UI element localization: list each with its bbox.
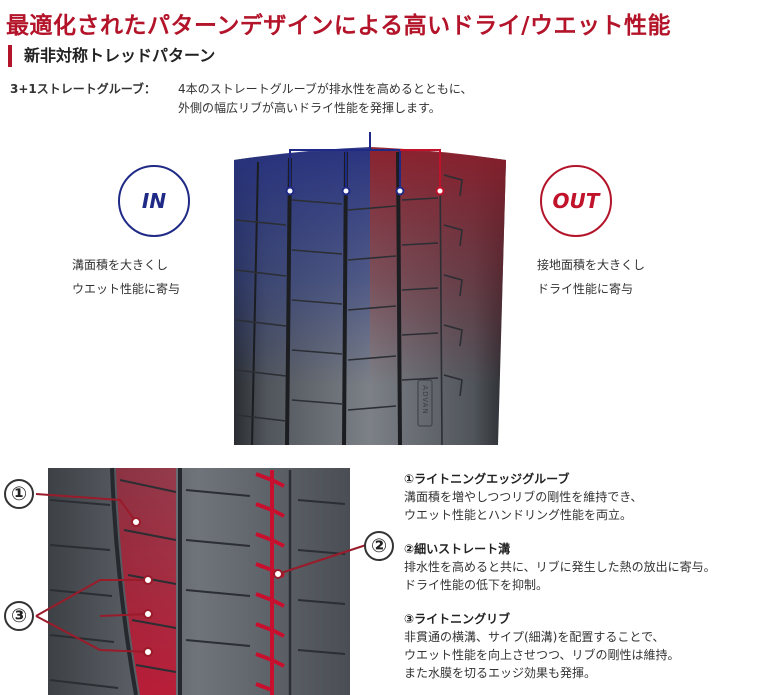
- outside-note-line-1: 接地面積を大きくし: [537, 258, 646, 272]
- inside-note: 溝面積を大きくし ウエット性能に寄与: [72, 253, 180, 301]
- feature-title: ①ライトニングエッジグルーブ: [404, 472, 570, 486]
- outside-note-line-2: ドライ性能に寄与: [537, 282, 634, 296]
- outside-note: 接地面積を大きくし ドライ性能に寄与: [537, 253, 645, 301]
- feature-line: ウエット性能とハンドリング性能を両立。: [404, 508, 633, 522]
- marker-one: ①: [4, 479, 34, 509]
- inside-note-line-2: ウエット性能に寄与: [72, 282, 181, 296]
- marker-two: ②: [364, 531, 394, 561]
- tire-tread-front-illustration: [234, 132, 506, 446]
- brand-mark-icon: [417, 379, 433, 427]
- feature-line: 排水性を高めると共に、リブに発生した熱の放出に寄与。: [404, 560, 716, 574]
- feature-title: ②細いストレート溝: [404, 542, 511, 556]
- feature-thin-straight-groove: ②細いストレート溝 排水性を高めると共に、リブに発生した熱の放出に寄与。 ドライ…: [404, 540, 769, 594]
- feature-line: ドライ性能の低下を抑制。: [404, 578, 549, 592]
- outside-badge: OUT: [540, 165, 612, 237]
- feature-title: ③ライトニングリブ: [404, 612, 511, 626]
- intro-description: 3+1ストレートグルーブ： 4本のストレートグルーブが排水性を高めるとともに、 外…: [10, 80, 473, 118]
- feature-line: 溝面積を増やしつつリブの剛性を維持でき、: [404, 490, 643, 504]
- section-title: 新非対称トレッドパターン: [8, 45, 215, 67]
- marker-three: ③: [4, 601, 34, 631]
- feature-lightning-edge-groove: ①ライトニングエッジグルーブ 溝面積を増やしつつリブの剛性を維持でき、 ウエット…: [404, 470, 769, 524]
- inside-badge: IN: [118, 165, 190, 237]
- intro-term: 3+1ストレートグルーブ：: [10, 82, 157, 96]
- feature-line: ウエット性能を向上させつつ、リブの剛性は維持。: [404, 648, 680, 662]
- feature-lightning-rib: ③ライトニングリブ 非貫通の横溝、サイプ(細溝)を配置することで、 ウエット性能…: [404, 610, 769, 682]
- feature-line: また水膜を切るエッジ効果も発揮。: [404, 666, 597, 680]
- intro-line-1: 4本のストレートグルーブが排水性を高めるとともに、: [178, 82, 473, 96]
- feature-line: 非貫通の横溝、サイプ(細溝)を配置することで、: [404, 630, 665, 644]
- page-title: 最適化されたパターンデザインによる高いドライ/ウエット性能: [6, 13, 672, 39]
- inside-note-line-1: 溝面積を大きくし: [72, 258, 169, 272]
- intro-line-2: 外側の幅広リブが高いドライ性能を発揮します。: [178, 101, 441, 115]
